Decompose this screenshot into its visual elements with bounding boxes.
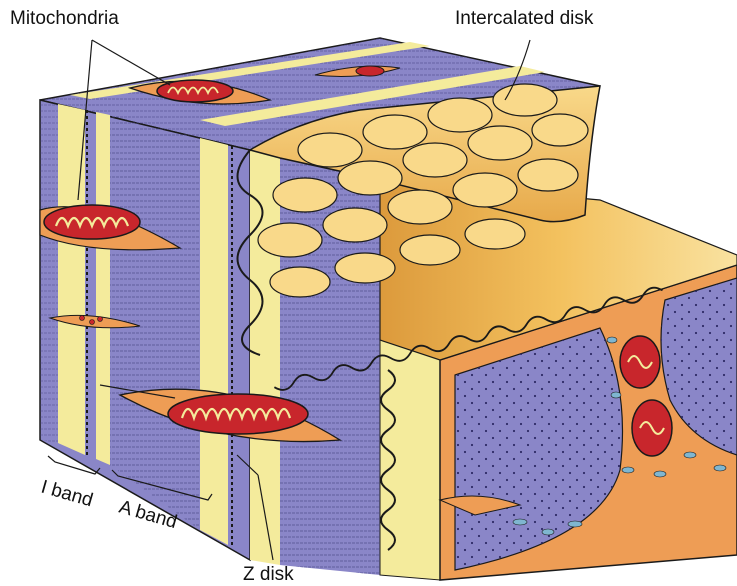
mitochondria-label: Mitochondria: [10, 8, 119, 29]
i-band-stripe: [96, 112, 110, 465]
mitochondria-leader-line: [92, 40, 170, 85]
intercalated-disk-label: Intercalated disk: [455, 8, 594, 29]
i-band-stripe: [200, 138, 228, 545]
i-band-stripe: [58, 104, 85, 455]
z-disk-label: Z disk: [243, 564, 294, 585]
i-band-label: I band: [39, 477, 96, 512]
